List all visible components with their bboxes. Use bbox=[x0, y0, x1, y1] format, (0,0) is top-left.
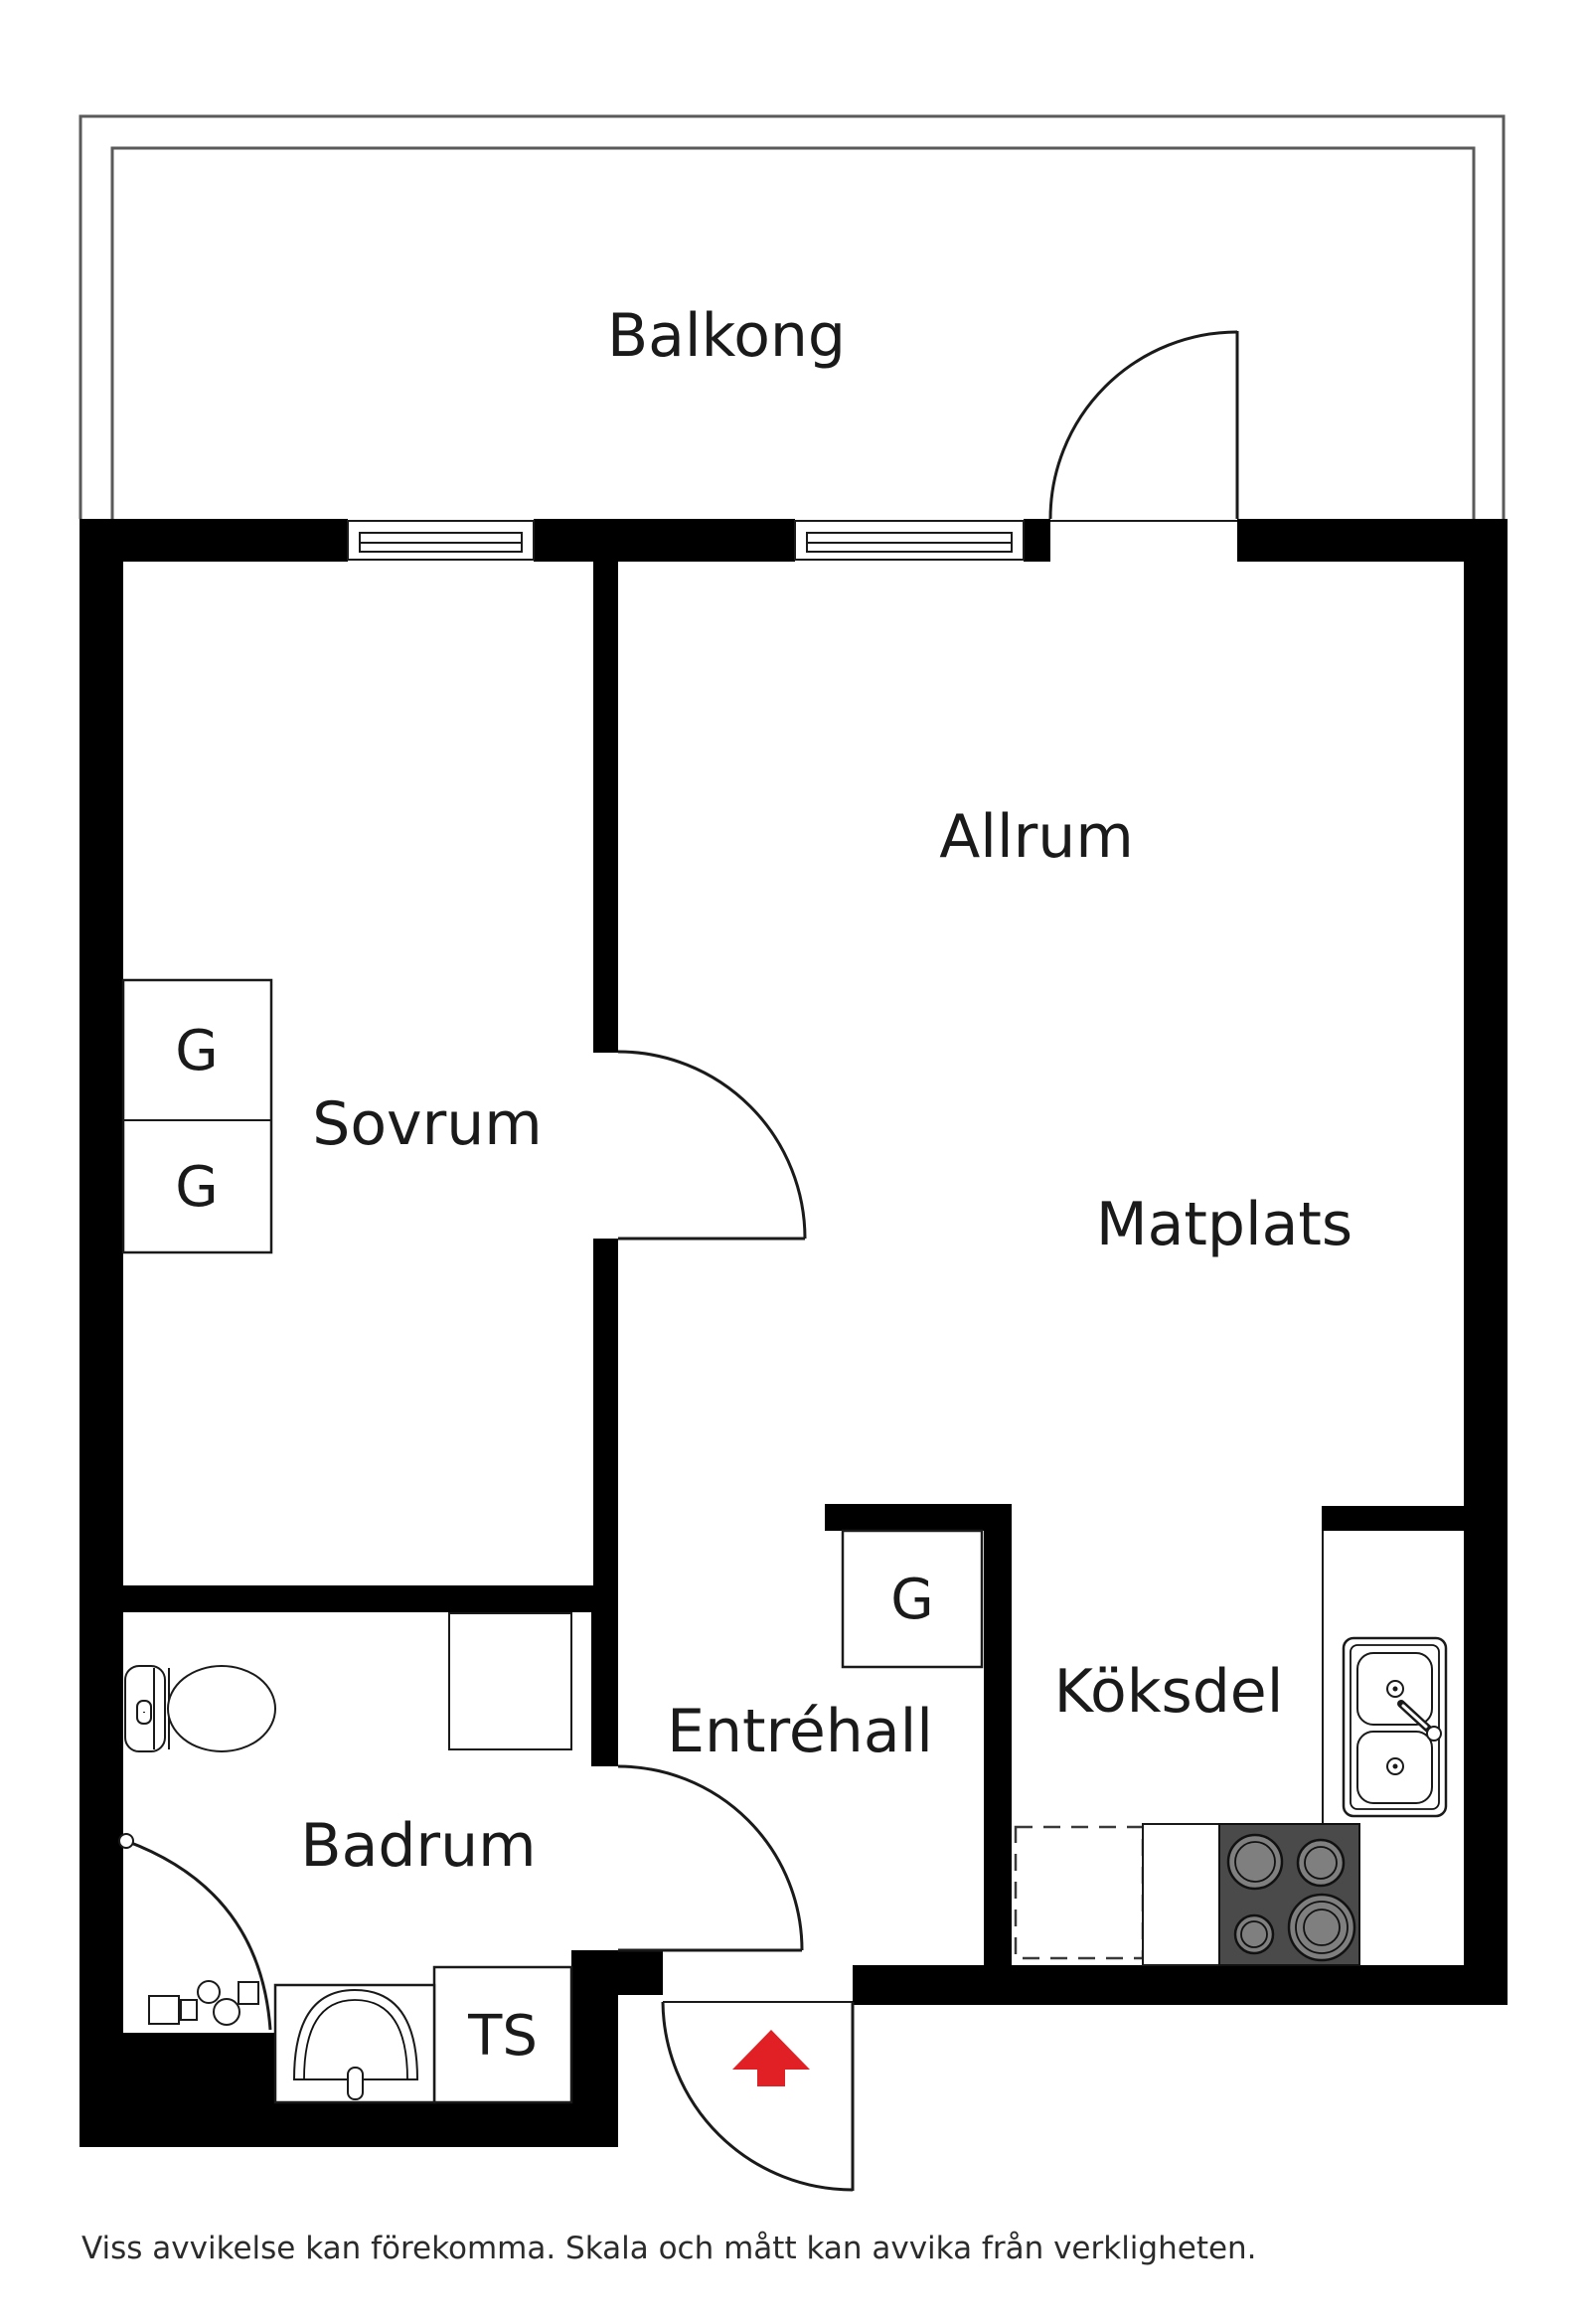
entrance-door bbox=[661, 2001, 855, 2192]
room-label-matplats: Matplats bbox=[1096, 1190, 1352, 1259]
room-label-entrehall: Entréhall bbox=[667, 1697, 933, 1766]
room-label-koksdel: Köksdel bbox=[1054, 1657, 1284, 1727]
shower-mixer-icon bbox=[148, 1980, 259, 2026]
room-label-badrum: Badrum bbox=[300, 1811, 536, 1881]
shower-screen bbox=[118, 1833, 272, 2031]
balcony-door bbox=[1048, 330, 1239, 520]
room-label-balkong: Balkong bbox=[607, 301, 846, 371]
drying-cabinet-label: TS bbox=[467, 2004, 538, 2069]
dishwasher-dashed-box bbox=[1014, 1825, 1145, 1960]
washbasin-icon bbox=[273, 1983, 436, 2104]
wardrobe-label: G bbox=[175, 1019, 218, 1083]
toilet-icon bbox=[124, 1665, 276, 1752]
stove-icon bbox=[1218, 1823, 1360, 1966]
wardrobe-label: G bbox=[890, 1568, 933, 1632]
drying-cabinet bbox=[432, 1965, 573, 2104]
bedroom-door bbox=[617, 1050, 807, 1241]
disclaimer-text: Viss avvikelse kan förekomma. Skala och … bbox=[81, 2231, 1257, 2266]
kitchen-counter-box bbox=[1142, 1823, 1220, 1966]
kitchen-sink-icon bbox=[1342, 1636, 1448, 1818]
room-label-sovrum: Sovrum bbox=[312, 1089, 542, 1159]
walls bbox=[80, 519, 1508, 2147]
entrance-arrow-icon bbox=[732, 2030, 810, 2086]
room-label-allrum: Allrum bbox=[939, 802, 1134, 872]
window-icon bbox=[794, 520, 1025, 561]
bathroom-cabinet bbox=[448, 1612, 572, 1750]
wardrobe-hall bbox=[841, 1529, 984, 1669]
balcony-railing bbox=[79, 114, 1506, 519]
bathroom-door bbox=[617, 1764, 804, 1952]
wardrobe-label: G bbox=[175, 1155, 218, 1220]
window-icon bbox=[347, 520, 535, 561]
wardrobe-bedroom bbox=[121, 978, 273, 1254]
